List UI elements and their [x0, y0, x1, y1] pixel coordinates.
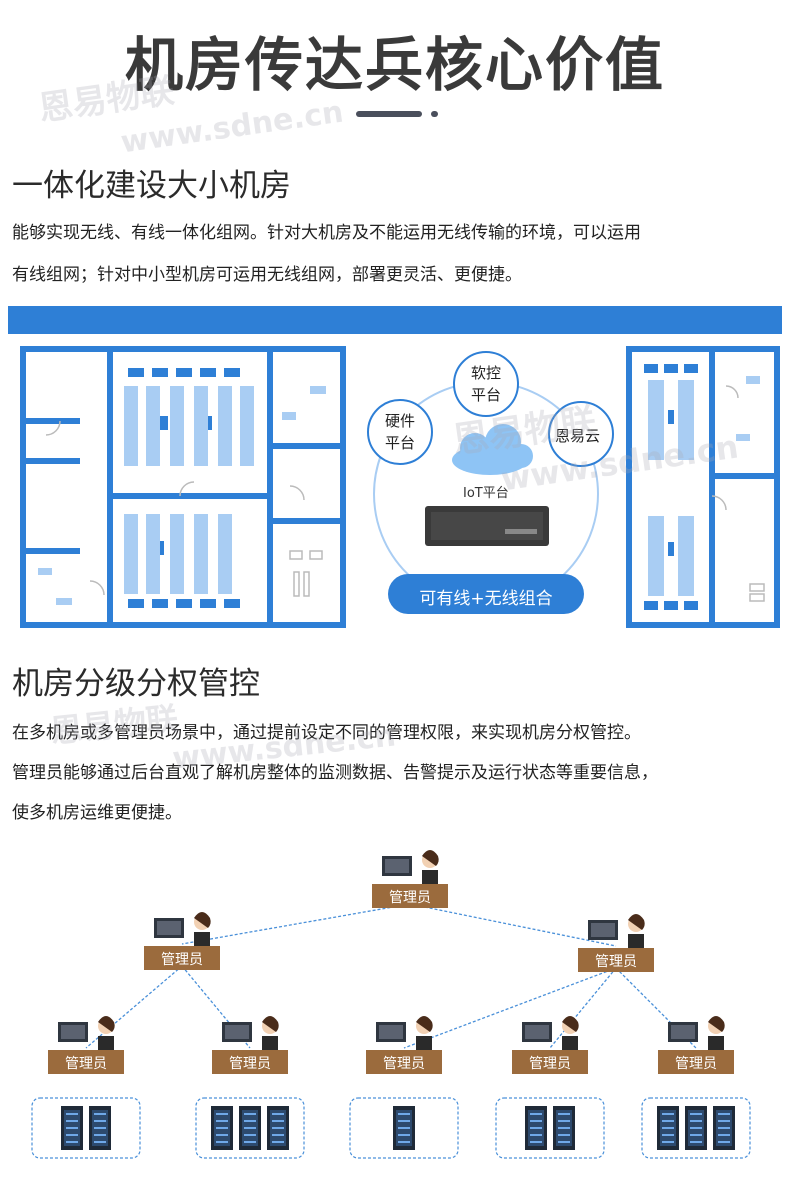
- admin-desk: [366, 1050, 442, 1074]
- admin-desk: [212, 1050, 288, 1074]
- admin-label: 管理员: [389, 890, 431, 906]
- admin-label: 管理员: [595, 954, 637, 970]
- tree-link: [549, 967, 617, 1049]
- admin-label: 管理员: [529, 1056, 571, 1072]
- tree-link: [181, 903, 411, 945]
- admin-desk: [512, 1050, 588, 1074]
- bubble-hardware-platform: 硬件 平台: [382, 410, 418, 454]
- admin-label: 管理员: [383, 1056, 425, 1072]
- admin-label: 管理员: [229, 1056, 271, 1072]
- watermark-site: www.sdne.cn: [118, 94, 346, 161]
- admin-label: 管理员: [161, 952, 203, 968]
- admin-node: 管理员: [48, 1016, 124, 1074]
- small-room-floorplan: [626, 346, 780, 628]
- section1-line2: 有线组网；针对中小型机房可运用无线组网，部署更灵活、更便捷。: [12, 265, 522, 285]
- bubble-hardware-line2: 平台: [384, 434, 415, 452]
- section1-heading: 一体化建设大小机房: [12, 168, 291, 204]
- tree-link: [403, 967, 617, 1049]
- section2-heading: 机房分级分权管控: [12, 666, 260, 702]
- title-underline-dot: [431, 111, 438, 117]
- admin-node: 管理员: [144, 912, 220, 970]
- admin-label: 管理员: [65, 1056, 107, 1072]
- section2-line1: 在多机房或多管理员场景中，通过提前设定不同的管理权限，来实现机房分权管控。: [12, 723, 641, 743]
- section2-line3: 使多机房运维更便捷。: [12, 803, 182, 823]
- admin-desk: [658, 1050, 734, 1074]
- admin-node: 管理员: [512, 1016, 588, 1074]
- bubble-software-line1: 软控: [470, 364, 501, 382]
- tree-link: [181, 965, 251, 1049]
- bubble-software-line2: 平台: [470, 386, 501, 404]
- admin-node: 管理员: [366, 1016, 442, 1074]
- admin-desk: [48, 1050, 124, 1074]
- bubble-software-platform: 软控 平台: [468, 362, 504, 406]
- admin-node: 管理员: [578, 914, 654, 972]
- large-room-floorplan: [20, 346, 346, 628]
- admin-label: 管理员: [675, 1056, 717, 1072]
- server-group: [31, 1097, 141, 1159]
- admin-node: 管理员: [658, 1016, 734, 1074]
- title-underline: [356, 111, 422, 117]
- page-title: 机房传达兵核心价值: [124, 31, 665, 99]
- server-group: [495, 1097, 605, 1159]
- server-group: [195, 1097, 305, 1159]
- server-group: [349, 1097, 459, 1159]
- section2-paragraph: 在多机房或多管理员场景中，通过提前设定不同的管理权限，来实现机房分权管控。 管理…: [12, 713, 782, 833]
- server-group: [641, 1097, 751, 1159]
- tree-link: [85, 965, 183, 1049]
- admin-desk: [144, 946, 220, 970]
- wired-wireless-combo-button[interactable]: 可有线+无线组合: [419, 589, 553, 609]
- admin-desk: [578, 948, 654, 972]
- bubble-cloud-label: 恩易云: [555, 427, 601, 445]
- section1-line1: 能够实现无线、有线一体化组网。针对大机房及不能运用无线传输的环境，可以运用: [12, 223, 641, 243]
- admin-desk: [372, 884, 448, 908]
- tree-link: [615, 967, 697, 1049]
- section-divider-bar: [8, 306, 782, 334]
- tree-link: [409, 903, 617, 947]
- admin-hierarchy-tree: 管理员管理员管理员管理员管理员管理员管理员管理员: [31, 850, 751, 1159]
- section1-paragraph: 能够实现无线、有线一体化组网。针对大机房及不能运用无线传输的环境，可以运用 有线…: [12, 212, 782, 296]
- admin-node: 管理员: [372, 850, 448, 908]
- section2-line2: 管理员能够通过后台直观了解机房整体的监测数据、告警提示及运行状态等重要信息，: [12, 763, 658, 783]
- bubble-hardware-line1: 硬件: [384, 412, 415, 430]
- iot-platform-diagram: [367, 351, 614, 614]
- iot-platform-label: IoT平台: [463, 486, 509, 501]
- admin-node: 管理员: [212, 1016, 288, 1074]
